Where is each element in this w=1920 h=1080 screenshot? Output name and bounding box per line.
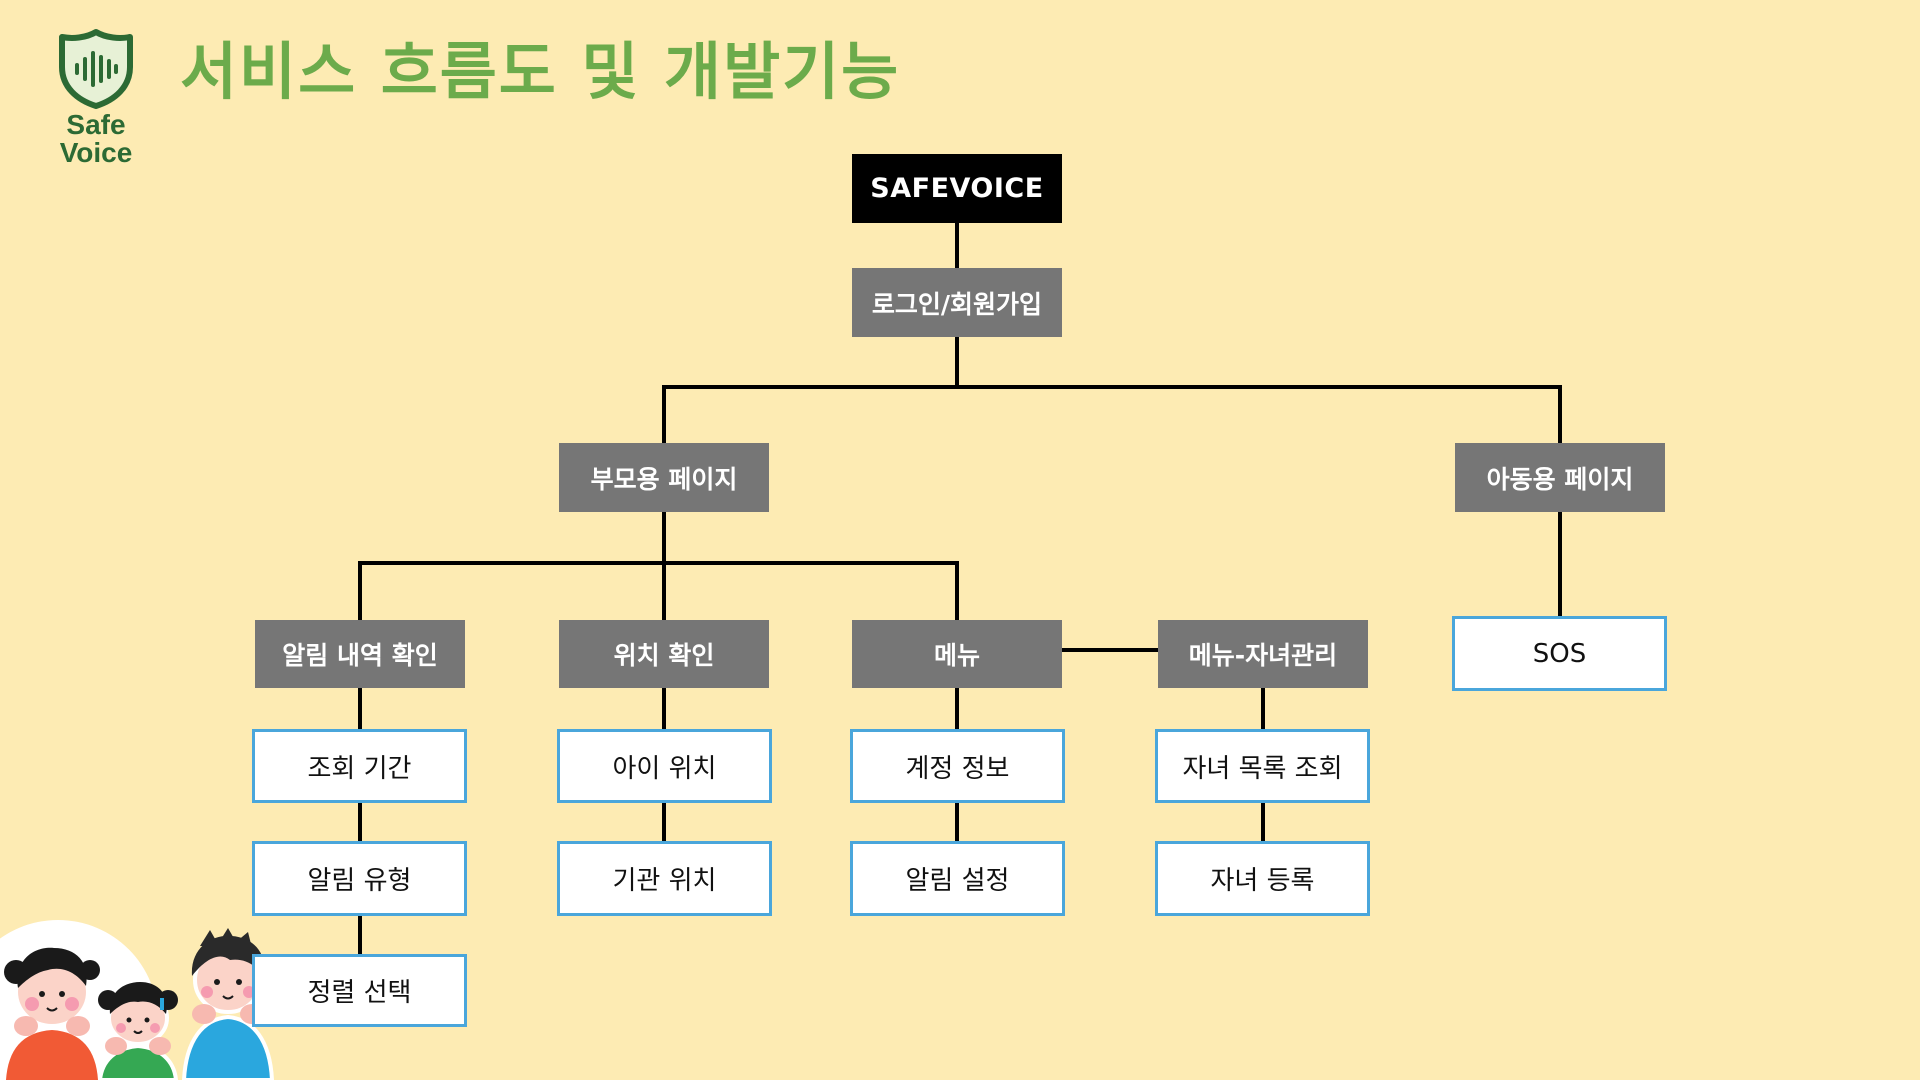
node-label: 메뉴-자녀관리 bbox=[1188, 641, 1338, 670]
node-label: 정렬 선택 bbox=[307, 978, 412, 1008]
node-parent-page: 부모용 페이지 bbox=[559, 443, 769, 512]
node-child-page: 아동용 페이지 bbox=[1455, 443, 1665, 512]
node-account-info: 계정 정보 bbox=[850, 729, 1065, 803]
node-child-list: 자녀 목록 조회 bbox=[1155, 729, 1370, 803]
node-label: 부모용 페이지 bbox=[590, 464, 738, 494]
middle-girl-figure bbox=[97, 982, 179, 1080]
node-label: 알림 설정 bbox=[905, 866, 1010, 896]
node-label: 알림 유형 bbox=[307, 866, 412, 896]
node-alert-type: 알림 유형 bbox=[252, 841, 467, 916]
logo-wordmark: Safe Voice bbox=[45, 111, 147, 167]
node-label: SAFEVOICE bbox=[870, 173, 1044, 204]
node-child-register: 자녀 등록 bbox=[1155, 841, 1370, 916]
node-login-signup: 로그인/회원가입 bbox=[852, 268, 1062, 337]
node-label: 계정 정보 bbox=[905, 753, 1010, 784]
node-label: SOS bbox=[1532, 638, 1587, 669]
node-label: 메뉴 bbox=[933, 641, 980, 670]
node-label: 조회 기간 bbox=[307, 753, 412, 784]
node-label: 기관 위치 bbox=[612, 866, 717, 896]
node-child-location: 아이 위치 bbox=[557, 729, 772, 803]
logo-line-2: Voice bbox=[59, 137, 133, 168]
node-label: 자녀 등록 bbox=[1210, 866, 1315, 896]
node-label: 위치 확인 bbox=[613, 641, 715, 670]
node-alert-settings: 알림 설정 bbox=[850, 841, 1065, 916]
node-menu-child-management: 메뉴-자녀관리 bbox=[1158, 620, 1368, 688]
three-children-illustration bbox=[0, 920, 275, 1080]
left-girl-figure bbox=[4, 947, 100, 1080]
node-label: 알림 내역 확인 bbox=[282, 641, 438, 670]
node-alert-history: 알림 내역 확인 bbox=[255, 620, 465, 688]
node-label: 아이 위치 bbox=[612, 753, 717, 784]
node-menu: 메뉴 bbox=[852, 620, 1062, 688]
node-query-period: 조회 기간 bbox=[252, 729, 467, 803]
node-label: 로그인/회원가입 bbox=[871, 289, 1043, 319]
node-label: 아동용 페이지 bbox=[1486, 464, 1634, 494]
node-safevoice-root: SAFEVOICE bbox=[852, 154, 1062, 223]
node-label: 자녀 목록 조회 bbox=[1182, 753, 1343, 784]
node-sort-select: 정렬 선택 bbox=[252, 954, 467, 1027]
slide-title: 서비스 흐름도 및 개발기능 bbox=[180, 35, 901, 108]
node-institution-location: 기관 위치 bbox=[557, 841, 772, 916]
boy-figure bbox=[181, 928, 275, 1080]
node-sos: SOS bbox=[1452, 616, 1667, 691]
shield-sound-wave-icon bbox=[59, 29, 133, 109]
logo-line-1: Safe bbox=[66, 109, 126, 140]
node-location-check: 위치 확인 bbox=[559, 620, 769, 688]
